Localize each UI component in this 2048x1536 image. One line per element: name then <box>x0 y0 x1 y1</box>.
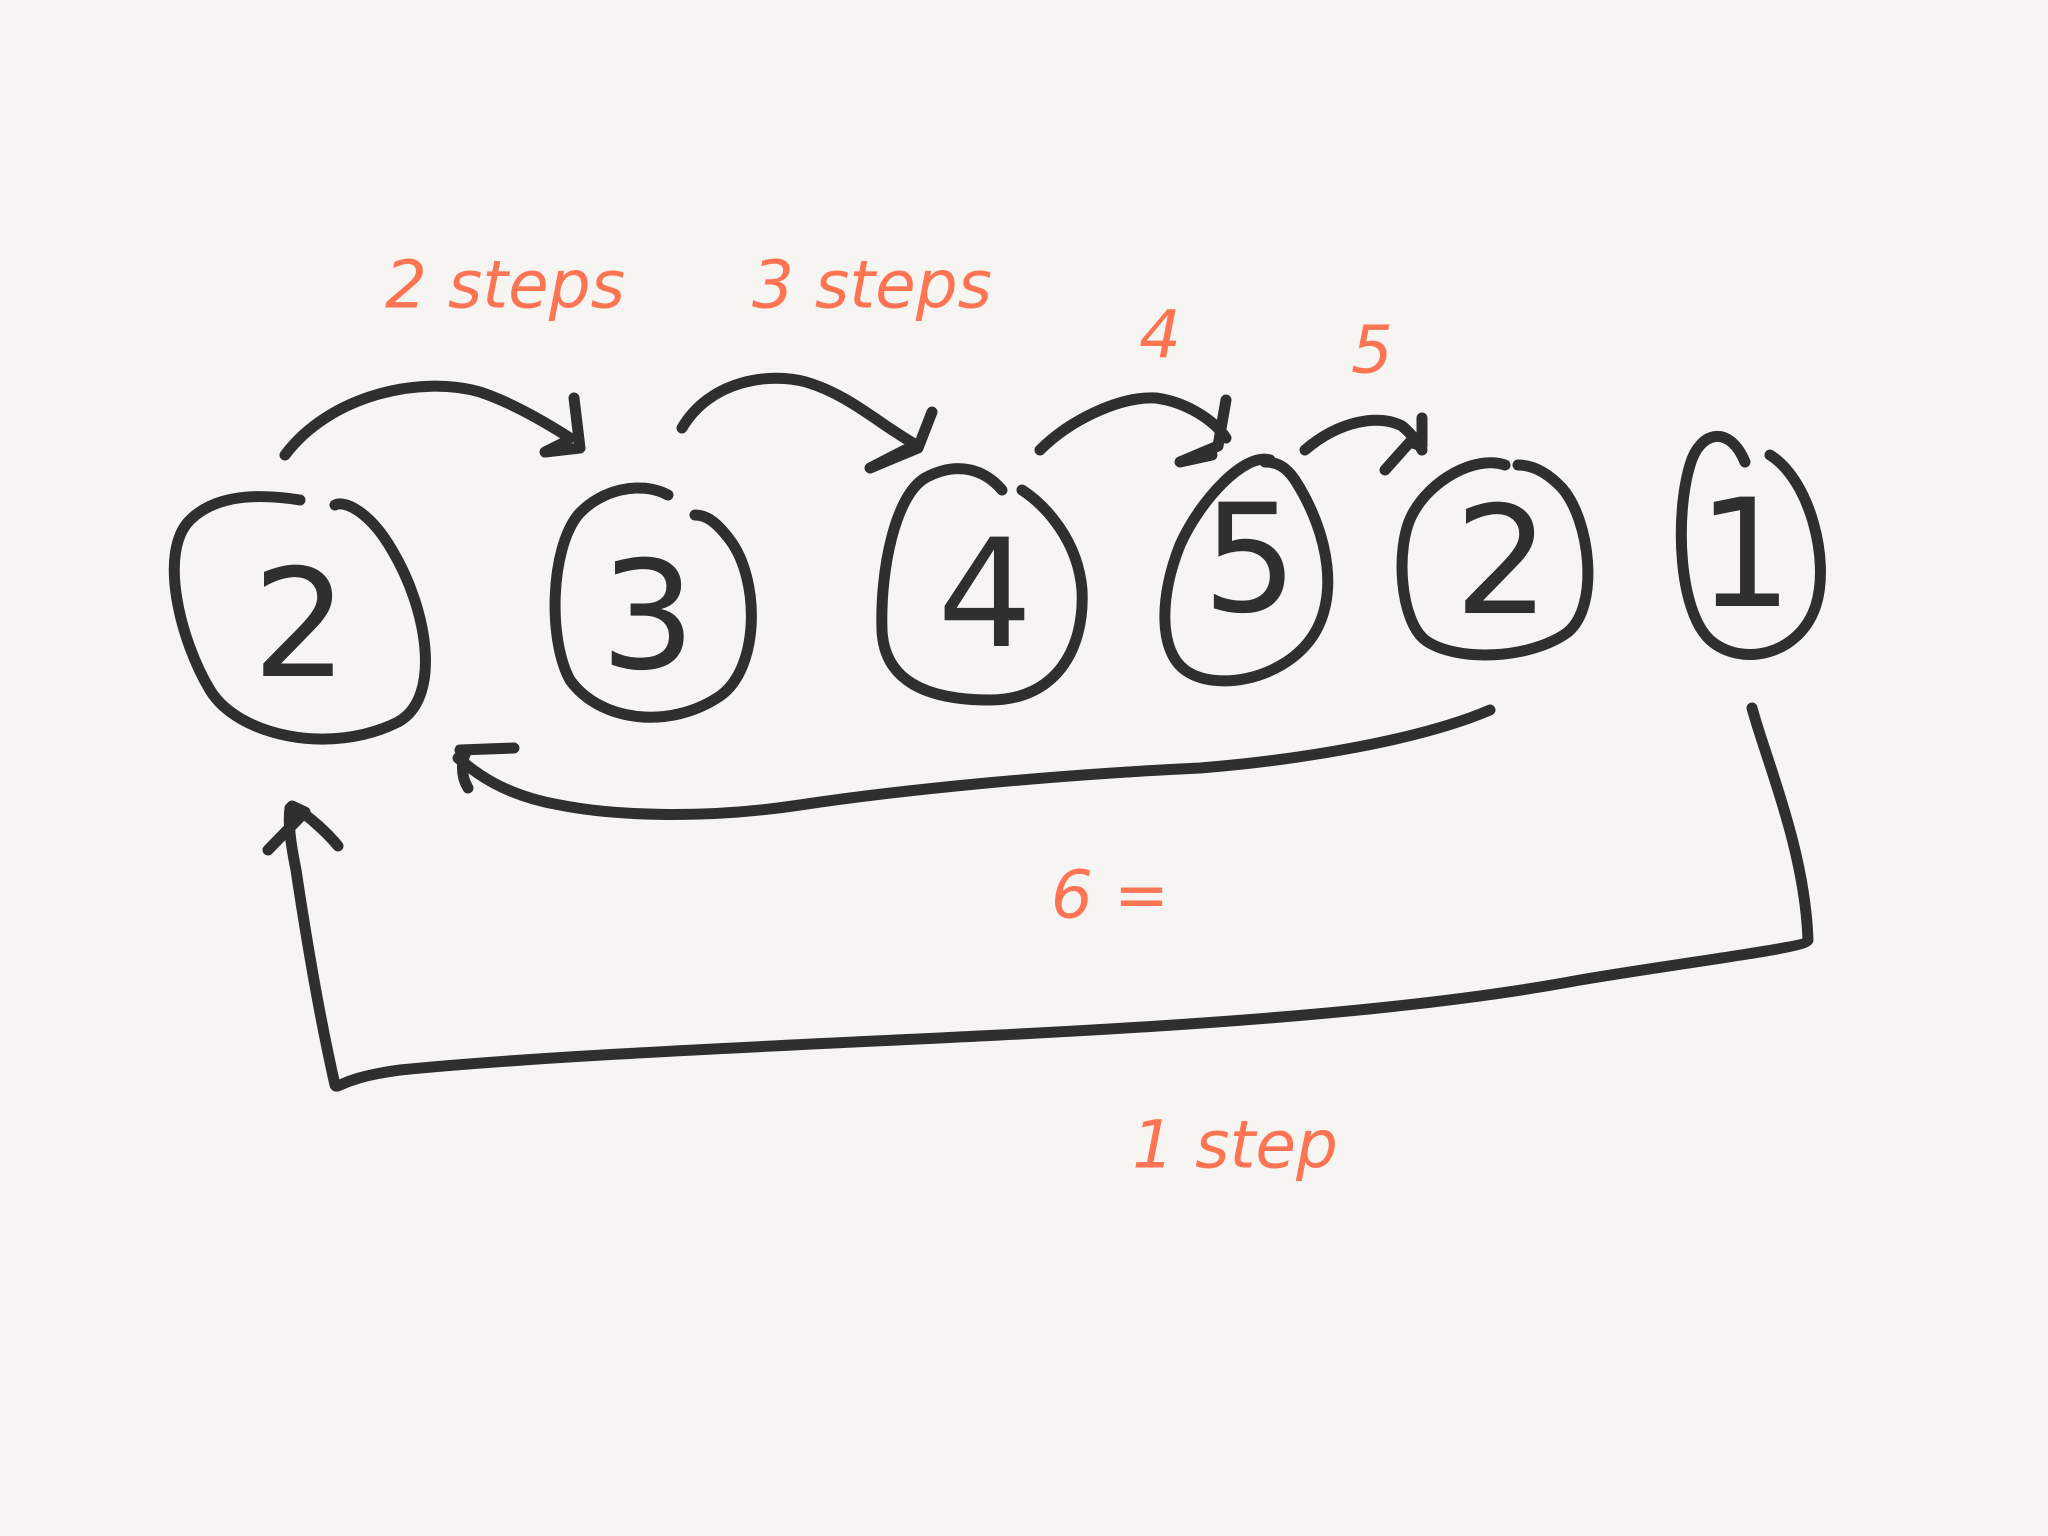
arrow-node3-to-node4 <box>1034 392 1232 468</box>
label-four: 4 <box>1139 297 1181 374</box>
node-circle-6 <box>1675 430 1826 660</box>
node-label-5: 2 <box>1454 475 1549 649</box>
node-label-2: 3 <box>600 530 695 704</box>
node-circle-3 <box>876 463 1088 706</box>
node-label-1: 2 <box>252 538 347 712</box>
node-label-4: 5 <box>1202 473 1297 647</box>
node-circle-2 <box>549 482 757 723</box>
arrow-node1-to-node2 <box>279 380 586 461</box>
node-label-6: 1 <box>1697 468 1792 642</box>
label-two-steps: 2 steps <box>385 247 625 324</box>
label-six-equals: 6 = <box>1051 857 1169 934</box>
label-three-steps: 3 steps <box>752 247 992 324</box>
arrow-node5-to-node2 <box>452 704 1496 820</box>
node-circle-5 <box>1396 457 1594 661</box>
arrow-node6-to-node1 <box>262 702 1814 1092</box>
arrow-node4-to-node5 <box>1299 412 1428 476</box>
label-one-step: 1 step <box>1132 1107 1338 1184</box>
arrow-node2-to-node3 <box>676 372 938 474</box>
node-circle-4 <box>1159 453 1334 687</box>
node-circle-1 <box>168 491 431 745</box>
node-label-3: 4 <box>937 508 1032 682</box>
label-five: 5 <box>1351 312 1393 389</box>
